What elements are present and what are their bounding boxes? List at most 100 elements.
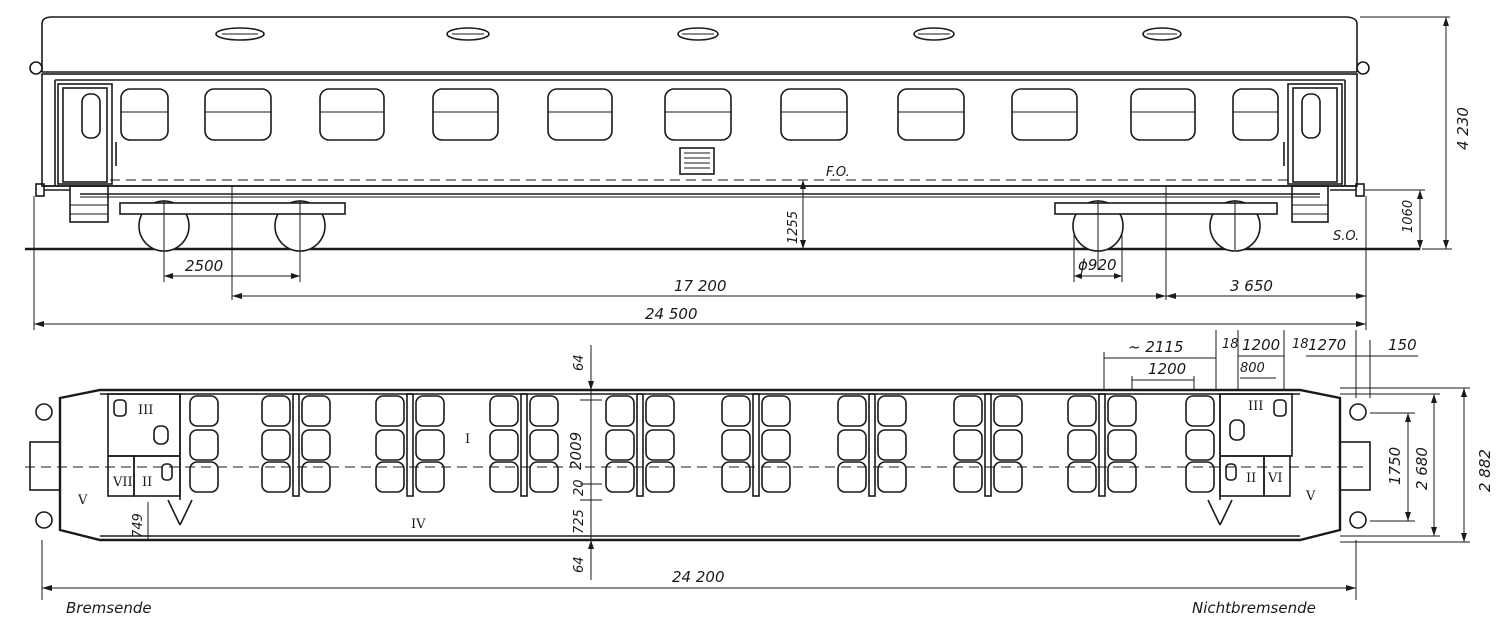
seat xyxy=(877,395,907,427)
svg-text:2 882: 2 882 xyxy=(1476,449,1494,492)
dim-bogie-centers: 17 200 xyxy=(232,277,1166,299)
buffer-right xyxy=(1330,183,1365,197)
seat xyxy=(837,461,867,493)
seat xyxy=(993,395,1023,427)
seat xyxy=(1185,461,1215,493)
room-seating: I xyxy=(465,432,470,447)
seat xyxy=(1185,429,1215,461)
dim-compartment-pitch: ~ 2115 xyxy=(1103,330,1217,390)
roof-outline xyxy=(41,16,1358,72)
dim-vestibule: 1270 xyxy=(1306,330,1357,398)
seat xyxy=(837,395,867,427)
room-aisle: IV xyxy=(411,517,426,532)
dim-door-width: 1200 xyxy=(1237,330,1285,390)
room-washroom-left: II xyxy=(142,475,152,490)
seat-partition xyxy=(406,393,414,497)
seat xyxy=(761,461,791,493)
dim-overall-width: 2 882 xyxy=(1340,387,1494,543)
seat xyxy=(489,429,519,461)
door-right xyxy=(1283,83,1343,185)
step-left xyxy=(69,185,109,223)
seat xyxy=(1107,429,1137,461)
seat xyxy=(645,461,675,493)
svg-text:1750: 1750 xyxy=(1386,447,1404,485)
dim-partition-a: 18 xyxy=(1222,337,1239,352)
dim-door-inner: 800 xyxy=(1240,361,1276,379)
dim-floor-height: 1255 xyxy=(786,180,806,249)
dim-end-offset: 150 xyxy=(1356,336,1418,398)
svg-text:749: 749 xyxy=(131,513,146,538)
svg-text:1200: 1200 xyxy=(1148,360,1186,378)
svg-text:64: 64 xyxy=(572,556,587,573)
dim-buffer-height: 1060 xyxy=(1365,189,1425,249)
seat xyxy=(953,395,983,427)
seat xyxy=(1067,395,1097,427)
seat xyxy=(761,429,791,461)
dim-body-length: 24 200 xyxy=(41,540,1357,600)
seat xyxy=(189,461,219,493)
svg-text:24 200: 24 200 xyxy=(672,568,725,586)
seat xyxy=(605,461,635,493)
non-brake-end-label: Nichtbremsende xyxy=(1192,599,1316,617)
lamp-left xyxy=(29,61,43,75)
svg-text:1270: 1270 xyxy=(1308,336,1346,354)
svg-text:2 680: 2 680 xyxy=(1413,447,1431,490)
seat xyxy=(1067,429,1097,461)
seat xyxy=(1067,461,1097,493)
seat xyxy=(375,395,405,427)
dim-door-step: 749 xyxy=(131,502,149,540)
bogie-right xyxy=(1054,186,1278,300)
svg-text:4 230: 4 230 xyxy=(1454,107,1472,150)
seat-partition xyxy=(292,393,300,497)
seat-rows xyxy=(189,393,1215,497)
vent-grille xyxy=(679,147,715,175)
dim-overhang: 3 650 xyxy=(1166,277,1366,299)
dim-partition-b: 18 xyxy=(1292,337,1309,352)
seat xyxy=(605,395,635,427)
seat xyxy=(261,395,291,427)
brake-end-label: Bremsende xyxy=(66,599,152,617)
roof-vents xyxy=(215,27,1182,41)
seat xyxy=(301,461,331,493)
svg-text:150: 150 xyxy=(1388,336,1417,354)
gangway-left xyxy=(29,403,61,530)
svg-text:3 650: 3 650 xyxy=(1230,277,1273,295)
dim-wheel-diameter: ϕ920 xyxy=(1073,235,1123,282)
dim-seat-pitch: 1200 xyxy=(1131,360,1195,390)
seat-partition xyxy=(636,393,644,497)
side-view: F.O. xyxy=(25,16,1472,330)
car-body xyxy=(41,73,1358,187)
room-vestibule-left: V xyxy=(77,493,88,508)
seat xyxy=(189,429,219,461)
svg-text:24 500: 24 500 xyxy=(645,305,698,323)
lamp-right xyxy=(1356,61,1370,75)
gangway-right xyxy=(1339,403,1371,530)
seat-partition xyxy=(1098,393,1106,497)
svg-text:2500: 2500 xyxy=(185,257,223,275)
dim-bogie-wheelbase: 2500 xyxy=(163,250,301,282)
seat xyxy=(301,429,331,461)
svg-text:~ 2115: ~ 2115 xyxy=(1128,338,1184,356)
dim-gangway-width: 1750 xyxy=(1370,412,1415,522)
svg-text:725: 725 xyxy=(572,509,587,534)
seat xyxy=(645,395,675,427)
seat xyxy=(529,461,559,493)
dim-overall-height: 4 230 xyxy=(1360,16,1472,250)
seat xyxy=(721,461,751,493)
room-washroom-right: II xyxy=(1246,471,1256,486)
seat xyxy=(375,429,405,461)
seat xyxy=(877,461,907,493)
room-cabinet: VII xyxy=(112,475,133,490)
seat xyxy=(489,461,519,493)
seat xyxy=(301,395,331,427)
seat xyxy=(605,429,635,461)
seat xyxy=(721,429,751,461)
seat xyxy=(529,395,559,427)
svg-text:1200: 1200 xyxy=(1242,336,1280,354)
end-rooms-left xyxy=(107,393,181,500)
seat xyxy=(529,429,559,461)
seat xyxy=(1107,461,1137,493)
rail-level-label: S.O. xyxy=(1333,229,1359,244)
seat-partition xyxy=(868,393,876,497)
plan-view: III III II II VII VI V V I IV ~ 2115 120… xyxy=(25,330,1494,617)
